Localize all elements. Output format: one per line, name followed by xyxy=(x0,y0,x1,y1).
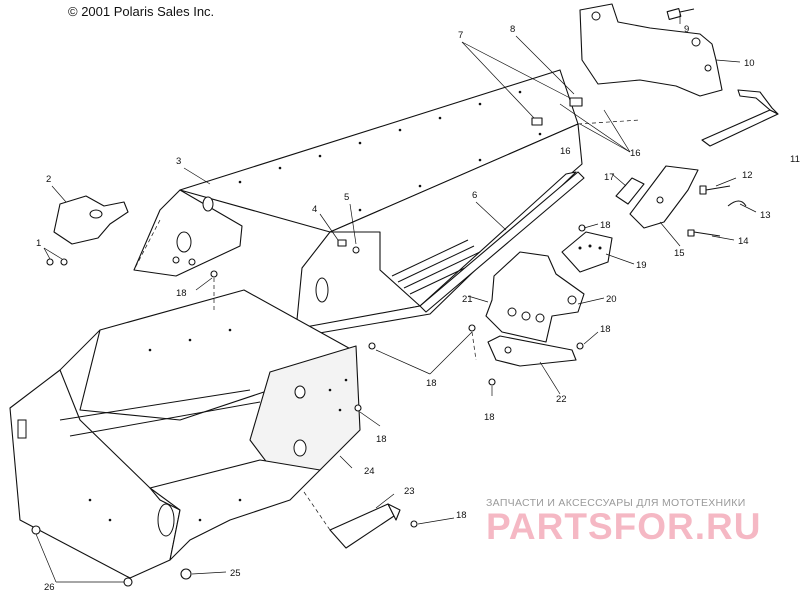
part-25-nut xyxy=(180,568,192,580)
watermark-logo: PARTSFOR.RU xyxy=(486,506,762,547)
callout-3: 3 xyxy=(176,156,181,167)
callout-4: 4 xyxy=(312,204,317,215)
part-10-plate xyxy=(579,3,723,97)
part-19-block xyxy=(561,231,613,273)
callout-25: 25 xyxy=(230,568,241,579)
callout-23: 23 xyxy=(404,486,415,497)
part-15-hinge xyxy=(629,165,699,229)
callout-18-a: 18 xyxy=(600,220,611,231)
callout-6: 6 xyxy=(472,190,477,201)
callout-7: 7 xyxy=(458,30,463,41)
tunnel-rivets xyxy=(238,90,542,212)
part-6-shaft xyxy=(419,171,585,313)
callout-26: 26 xyxy=(44,582,55,591)
callout-16-b: 16 xyxy=(560,146,571,157)
callout-1: 1 xyxy=(36,238,41,249)
part-14-screw xyxy=(687,229,721,237)
callout-20: 20 xyxy=(606,294,617,305)
part-11-rail xyxy=(701,89,779,147)
part-9-bolt xyxy=(666,8,695,20)
callout-11: 11 xyxy=(790,154,800,165)
chassis-rivets xyxy=(88,328,348,522)
callout-12: 12 xyxy=(742,170,753,181)
callout-18-d: 18 xyxy=(426,378,437,389)
callout-8: 8 xyxy=(510,24,515,35)
callout-19: 19 xyxy=(636,260,647,271)
callout-labels: 1 2 3 4 5 6 7 8 9 10 11 12 13 14 15 16 1… xyxy=(36,24,800,591)
part-3-tunnel xyxy=(133,69,583,337)
callout-18-c: 18 xyxy=(600,324,611,335)
callout-10: 10 xyxy=(744,58,755,69)
part-20-bracket xyxy=(485,251,585,343)
part-17-strap xyxy=(615,177,645,205)
callout-16-a: 16 xyxy=(630,148,641,159)
watermark-tagline: ЗАПЧАСТИ И АКСЕССУАРЫ ДЛЯ МОТОТЕХНИКИ xyxy=(486,497,746,509)
part-12-bolt xyxy=(699,185,731,195)
callout-17: 17 xyxy=(604,172,615,183)
callout-18-e: 18 xyxy=(484,412,495,423)
part-24-chassis xyxy=(9,289,361,579)
part-1-screws xyxy=(46,258,68,266)
callout-15: 15 xyxy=(674,248,685,259)
callout-5: 5 xyxy=(344,192,349,203)
callout-9: 9 xyxy=(684,24,689,35)
part-13-clip xyxy=(727,200,747,207)
callout-18-f: 18 xyxy=(376,434,387,445)
part-22-bracket xyxy=(487,335,577,367)
leader-lines xyxy=(35,14,757,583)
callout-21: 21 xyxy=(462,294,473,305)
part-2-bracket xyxy=(53,195,129,245)
copyright-notice: © 2001 Polaris Sales Inc. xyxy=(68,4,215,19)
callout-13: 13 xyxy=(760,210,771,221)
callout-2: 2 xyxy=(46,174,51,185)
callout-22: 22 xyxy=(556,394,567,405)
callout-14: 14 xyxy=(738,236,749,247)
part-23-bracket xyxy=(329,503,401,549)
callout-18-b: 18 xyxy=(176,288,187,299)
callout-18-g: 18 xyxy=(456,510,467,521)
callout-24: 24 xyxy=(364,466,375,477)
